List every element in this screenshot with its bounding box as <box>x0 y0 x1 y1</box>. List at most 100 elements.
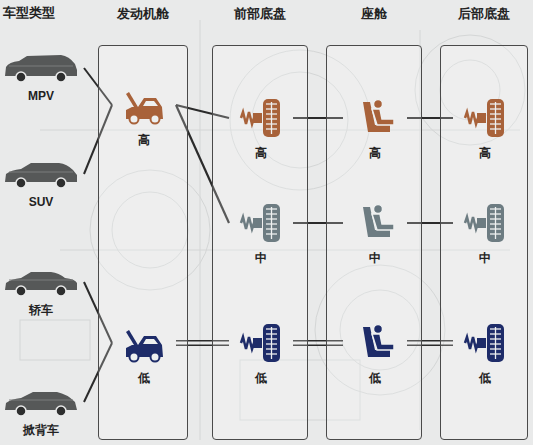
zone-heading: 后部底盘 <box>431 6 533 22</box>
level-label: 低 <box>453 371 517 386</box>
zone-box: 座舱高中低 <box>326 45 422 440</box>
level-label: 高 <box>343 146 407 161</box>
level-label: 高 <box>453 146 517 161</box>
head <box>374 205 383 214</box>
vehicle-node: 轿车 <box>0 266 84 318</box>
vehicle-label: SUV <box>0 195 84 210</box>
component-node: 低 <box>343 321 407 386</box>
engine-icon <box>122 83 166 127</box>
car-wheel <box>16 286 26 296</box>
level-label: 低 <box>343 371 407 386</box>
zone-box: 发动机舱高低 <box>98 45 188 440</box>
hub <box>253 338 262 348</box>
tire <box>263 204 280 242</box>
vehicle-label: MPV <box>0 89 84 104</box>
tire <box>263 99 280 137</box>
engine-icon <box>122 321 166 365</box>
zone-heading: 发动机舱 <box>89 6 197 22</box>
component-node: 高 <box>112 83 176 148</box>
component-node: 低 <box>453 321 517 386</box>
tire <box>487 324 504 362</box>
seat-icon <box>353 321 397 365</box>
hub <box>253 218 262 228</box>
spring <box>241 217 254 229</box>
zone-heading: 前部底盘 <box>203 6 317 22</box>
car-line <box>9 280 73 281</box>
window <box>143 101 158 106</box>
groove <box>271 207 272 239</box>
groove <box>495 207 496 239</box>
level-label: 低 <box>229 371 293 386</box>
component-node: 低 <box>112 321 176 386</box>
zone-box: 前部底盘高中低 <box>212 45 308 440</box>
groove <box>495 327 496 359</box>
car-wheel <box>56 178 66 188</box>
wheel <box>151 353 160 362</box>
level-label: 中 <box>453 251 517 266</box>
component-node: 高 <box>453 96 517 161</box>
spring <box>465 112 478 124</box>
tire <box>487 204 504 242</box>
car-wheel <box>56 286 66 296</box>
car-body <box>5 392 77 410</box>
car-wheel <box>16 178 26 188</box>
hub <box>253 113 262 123</box>
zone-box: 后部底盘高中低 <box>440 45 528 440</box>
hub <box>477 113 486 123</box>
vehicle-node: 掀背车 <box>0 386 84 438</box>
wheel <box>151 115 160 124</box>
vehicle-icon <box>3 158 79 190</box>
component-node: 中 <box>453 201 517 266</box>
vehicle-node: SUV <box>0 158 84 210</box>
seat-icon <box>353 201 397 245</box>
wheel <box>130 115 139 124</box>
chassis-icon <box>239 201 283 245</box>
head <box>374 100 383 109</box>
level-label: 中 <box>343 251 407 266</box>
spring <box>465 217 478 229</box>
groove <box>271 102 272 134</box>
vehicle-icon <box>3 266 79 298</box>
chassis-icon <box>239 96 283 140</box>
component-node: 中 <box>343 201 407 266</box>
groove <box>271 327 272 359</box>
car-body <box>5 163 77 182</box>
car-body <box>5 55 77 76</box>
component-node: 中 <box>229 201 293 266</box>
vehicle-icon <box>3 386 79 418</box>
window <box>143 339 158 344</box>
level-label: 高 <box>229 146 293 161</box>
seat-icon <box>353 96 397 140</box>
car-line <box>9 172 73 173</box>
car-wheel <box>56 406 66 416</box>
level-label: 中 <box>229 251 293 266</box>
tire <box>487 99 504 137</box>
chassis-icon <box>463 201 507 245</box>
chassis-icon <box>463 321 507 365</box>
hub <box>477 338 486 348</box>
groove <box>495 102 496 134</box>
head <box>374 325 383 334</box>
open-hood <box>126 92 138 107</box>
chassis-icon <box>239 321 283 365</box>
spring <box>241 337 254 349</box>
wheel <box>130 353 139 362</box>
component-node: 高 <box>229 96 293 161</box>
chassis-icon <box>463 96 507 140</box>
car-line <box>9 66 73 67</box>
body <box>372 214 394 230</box>
car-line <box>9 400 73 401</box>
body <box>372 334 394 350</box>
column-heading: 车型类型 <box>3 5 55 21</box>
car-wheel <box>56 72 66 82</box>
car-wheel <box>16 406 26 416</box>
open-hood <box>126 330 138 345</box>
zone-heading: 座舱 <box>317 6 431 22</box>
hub <box>477 218 486 228</box>
vehicle-label: 轿车 <box>0 303 84 318</box>
tire <box>263 324 280 362</box>
vehicle-label: 掀背车 <box>0 423 84 438</box>
vehicle-node: MPV <box>0 52 84 104</box>
